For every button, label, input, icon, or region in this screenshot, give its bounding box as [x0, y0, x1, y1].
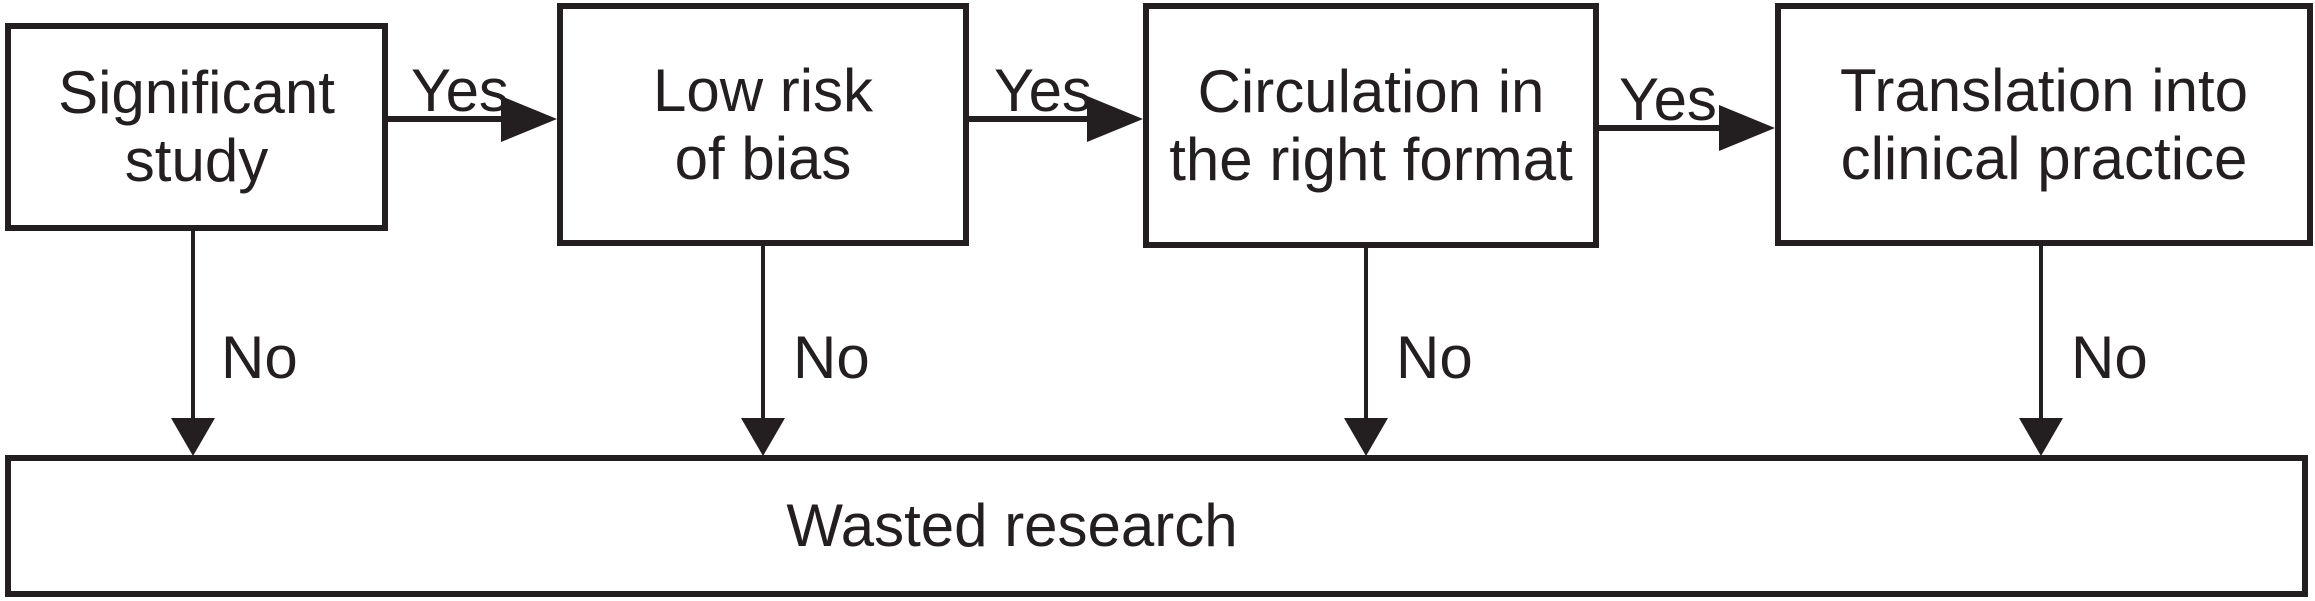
node-label-line: of bias [674, 124, 852, 192]
yes-edge-line [966, 116, 1091, 122]
node-label-line: clinical practice [1840, 124, 2248, 192]
node-translation-clinical-practice: Translation into clinical practice [1775, 3, 2313, 246]
node-circulation-right-format: Circulation in the right format [1143, 3, 1599, 248]
arrow-down-icon [741, 418, 785, 456]
node-wasted-research: Wasted research [5, 455, 2308, 597]
node-label: Circulation in the right format [1169, 58, 1573, 194]
node-label: Low risk of bias [653, 57, 873, 193]
yes-label: Yes [411, 57, 509, 124]
node-label-line: Circulation in [1197, 57, 1545, 125]
no-label: No [221, 324, 298, 391]
yes-edge-line [386, 116, 505, 122]
node-label-line: the right format [1169, 125, 1573, 193]
arrow-right-icon [501, 96, 557, 142]
no-edge-line [1364, 244, 1368, 420]
node-label-line: Low risk [652, 56, 874, 124]
sink-label: Wasted research [786, 492, 1238, 559]
node-significant-study: Significant study [5, 23, 388, 231]
no-edge-line [761, 242, 765, 420]
node-low-risk-of-bias: Low risk of bias [557, 3, 969, 246]
node-label: Translation into clinical practice [1840, 57, 2248, 193]
no-label: No [793, 324, 870, 391]
arrow-down-icon [171, 418, 215, 456]
no-edge-line [191, 226, 195, 420]
node-label: Significant study [58, 59, 335, 195]
node-label-line: Translation into [1840, 56, 2248, 124]
no-label: No [1396, 324, 1473, 391]
arrow-right-icon [1087, 96, 1143, 142]
yes-edge-line [1596, 125, 1723, 131]
arrow-down-icon [2019, 418, 2063, 456]
node-label-line: study [124, 127, 269, 194]
arrow-right-icon [1719, 105, 1775, 151]
yes-label: Yes [994, 57, 1092, 124]
yes-label: Yes [1619, 66, 1717, 133]
no-label: No [2071, 324, 2148, 391]
arrow-down-icon [1344, 418, 1388, 456]
node-label-line: Significant [58, 59, 335, 126]
no-edge-line [2039, 242, 2043, 420]
